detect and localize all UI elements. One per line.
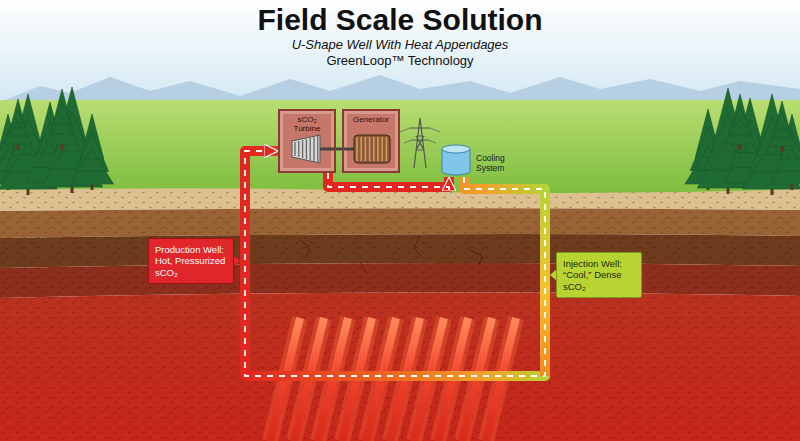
rock-texture: [0, 211, 800, 441]
node-label: Cooling System: [476, 143, 518, 174]
tree: [725, 94, 756, 144]
node-label: Production Well: Hot, Pressurized sCO₂: [149, 239, 233, 283]
tree-trunk: [71, 187, 74, 193]
tree-trunk: [91, 184, 94, 190]
callout-pointers: [233, 255, 557, 281]
tree-trunk: [27, 189, 30, 195]
injection-well-callout: Injection Well: “Cool,” Dense sCO₂: [556, 252, 642, 298]
tree-trunk: [17, 144, 20, 150]
grass: [0, 100, 800, 195]
hot-pipe: [328, 173, 449, 187]
subtitle: GreenLoop™ Technology: [0, 53, 800, 68]
tree: [768, 101, 796, 146]
tree-trunk: [791, 184, 794, 190]
well-loop-pipe: [245, 151, 545, 376]
power-pylon: [400, 118, 440, 168]
node-label: Generator: [344, 111, 398, 124]
flow-arrows: [328, 173, 449, 191]
tree-trunk: [727, 188, 730, 194]
tree-trunk: [739, 144, 742, 150]
tree-trunk: [771, 189, 774, 195]
subtitle: U-Shape Well With Heat Appendages: [0, 37, 800, 52]
cooling-system: Cooling System: [440, 143, 520, 177]
cooling-tank: [440, 143, 472, 177]
tree: [4, 99, 32, 144]
node-label: Injection Well: “Cool,” Dense sCO₂: [557, 253, 641, 297]
sky: [0, 0, 800, 112]
production-well-callout: Production Well: Hot, Pressurized sCO₂: [148, 238, 234, 284]
tree-trunk: [61, 144, 64, 150]
tree: [45, 89, 79, 144]
title: Field Scale Solution: [0, 3, 800, 37]
cracks: [300, 236, 482, 272]
turbine-box: sCO₂ Turbine: [278, 109, 336, 173]
flow-arrows: [245, 151, 545, 376]
tree: [70, 114, 113, 184]
tree-trunk: [781, 146, 784, 152]
forest: [0, 87, 800, 195]
callout-pointer: [233, 255, 240, 267]
generator-box: Generator: [342, 109, 400, 173]
node-label: sCO₂ Turbine: [280, 111, 334, 133]
